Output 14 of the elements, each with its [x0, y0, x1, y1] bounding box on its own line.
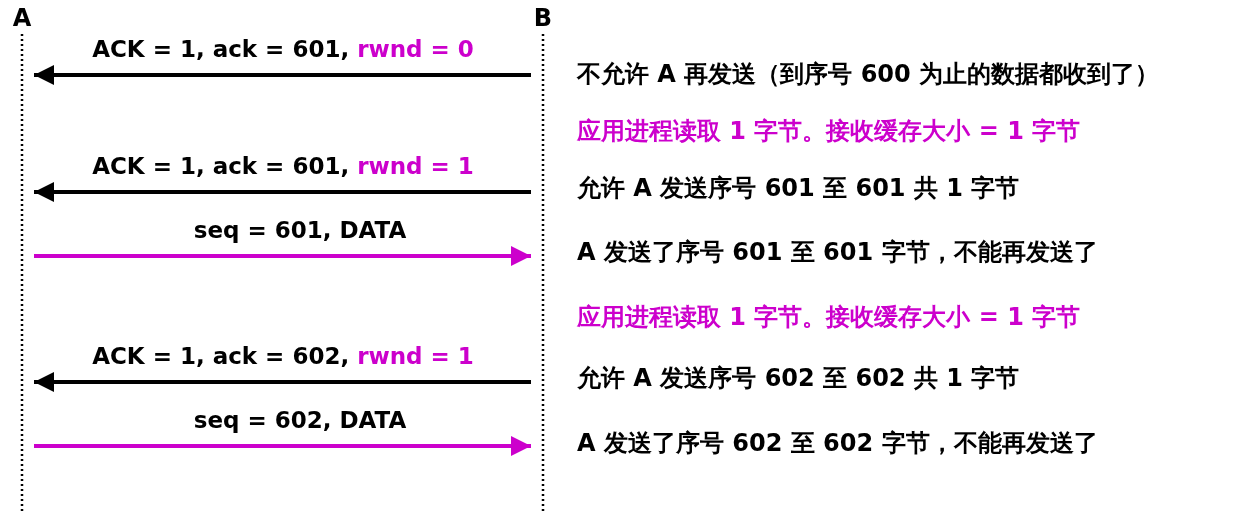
note: 不允许 A 再发送（到序号 600 为止的数据都收到了） — [577, 59, 1160, 89]
note: 应用进程读取 1 字节。接收缓存大小 = 1 字节 — [577, 302, 1081, 332]
note: A 发送了序号 602 至 602 字节，不能再发送了 — [577, 428, 1098, 458]
note: 应用进程读取 1 字节。接收缓存大小 = 1 字节 — [577, 116, 1081, 146]
note: A 发送了序号 601 至 601 字节，不能再发送了 — [577, 237, 1098, 267]
note: 允许 A 发送序号 602 至 602 共 1 字节 — [577, 363, 1020, 393]
arrow — [34, 246, 531, 266]
arrow — [34, 182, 531, 202]
arrow — [34, 436, 531, 456]
arrow — [34, 372, 531, 392]
lifeline-label: B — [532, 4, 554, 32]
lifeline-label: A — [11, 4, 33, 32]
note: 允许 A 发送序号 601 至 601 共 1 字节 — [577, 173, 1020, 203]
arrow — [34, 65, 531, 85]
